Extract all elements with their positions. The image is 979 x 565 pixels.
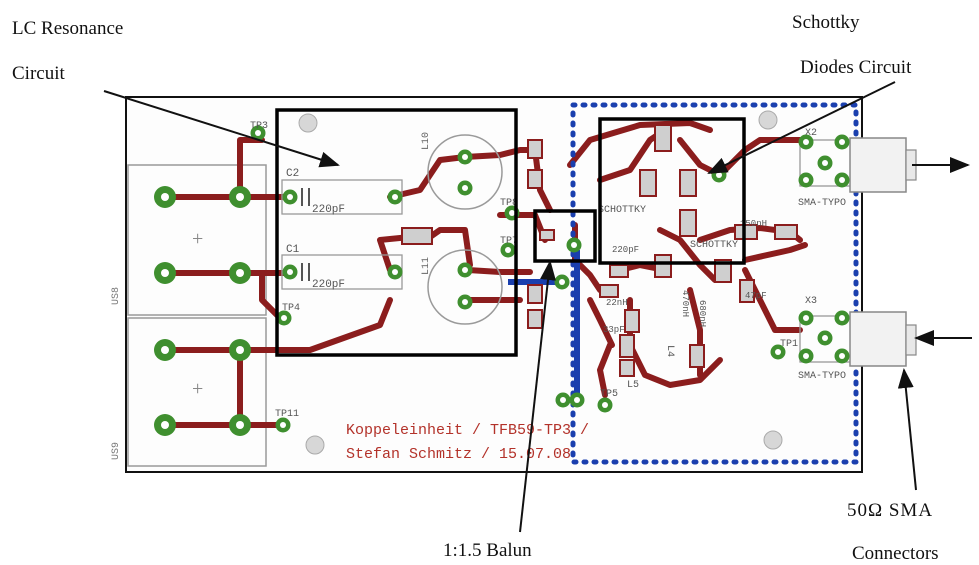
terminal-pad bbox=[229, 186, 251, 208]
shield-boundary bbox=[570, 102, 859, 465]
inductor-l10-label: L10 bbox=[421, 132, 432, 150]
annotation-arrows bbox=[103, 81, 972, 533]
cap-pad bbox=[387, 189, 403, 205]
lc-arrow bbox=[103, 90, 340, 168]
inductor-l11-label: L11 bbox=[421, 257, 432, 275]
cap-c2-value: 220pF bbox=[312, 204, 345, 216]
tp7-label: TP7 bbox=[500, 236, 518, 247]
plus-marker-upper: + bbox=[192, 228, 203, 250]
inductor-pad bbox=[457, 180, 473, 196]
cap-c1-value: 220pF bbox=[312, 279, 345, 291]
sma-type-label: SMA-TYPO bbox=[798, 371, 846, 382]
terminal-pad bbox=[229, 262, 251, 284]
cap-symbols bbox=[301, 188, 310, 281]
cap-pad bbox=[387, 264, 403, 280]
balun-box bbox=[533, 209, 597, 263]
inductor-l10 bbox=[427, 134, 503, 210]
mounting-holes bbox=[298, 110, 783, 455]
schottky-arrow bbox=[707, 81, 896, 174]
schottky-text: SCHOTTKY bbox=[598, 205, 646, 216]
value-label: 680nH bbox=[697, 300, 707, 327]
credit-line2: Stefan Schmitz / 15.07.08 bbox=[346, 446, 571, 463]
sma-connector-x2 bbox=[798, 134, 917, 193]
smd-parts bbox=[401, 124, 798, 377]
value-label: 33pF bbox=[603, 325, 625, 335]
cap-c2-name: C2 bbox=[286, 168, 299, 180]
terminal-pad bbox=[154, 262, 176, 284]
tp8-label: TP8 bbox=[500, 198, 518, 209]
diodes-circuit-label: Diodes Circuit bbox=[800, 57, 912, 78]
schottky-label: Schottky bbox=[792, 12, 860, 33]
pad bbox=[566, 237, 582, 253]
schottky-box bbox=[598, 117, 746, 265]
l5-label: L5 bbox=[627, 380, 639, 391]
value-label: 220pF bbox=[612, 245, 639, 255]
inductor-l11 bbox=[427, 249, 503, 325]
us8-label: US8 bbox=[111, 287, 122, 305]
balun-pad bbox=[569, 392, 585, 408]
value-label: 150nH bbox=[740, 219, 767, 229]
inductor-pad bbox=[457, 262, 473, 278]
x2-label: X2 bbox=[805, 128, 817, 139]
tp11-label: TP11 bbox=[275, 409, 299, 420]
lc-resonance-label: LC Resonance bbox=[12, 18, 124, 39]
tp3-label: TP3 bbox=[250, 121, 268, 132]
lc-circuit-label: Circuit bbox=[12, 63, 65, 84]
value-label: 470nH bbox=[680, 290, 690, 317]
cap-c1-name: C1 bbox=[286, 244, 300, 256]
sma-arrow bbox=[897, 368, 917, 491]
terminal-pad bbox=[154, 339, 176, 361]
terminal-block-lower bbox=[127, 317, 267, 467]
x3-label: X3 bbox=[805, 296, 817, 307]
sma-label: 50Ω SMA bbox=[847, 500, 934, 521]
value-label: 22nH bbox=[606, 298, 628, 308]
connectors-label: Connectors bbox=[852, 543, 939, 564]
cap-pad bbox=[282, 264, 298, 280]
terminal-block-upper bbox=[127, 164, 267, 316]
sma-type-label: SMA-TYPO bbox=[798, 198, 846, 209]
schottky-text: SCHOTTKY bbox=[690, 240, 738, 251]
plus-marker-lower: + bbox=[192, 378, 203, 400]
trace bbox=[157, 137, 265, 200]
balun-pad bbox=[554, 274, 570, 290]
terminal-pad bbox=[154, 414, 176, 436]
balun-pad bbox=[555, 392, 571, 408]
credit-line1: Koppeleinheit / TFB59-TP3 / bbox=[346, 422, 589, 439]
lc-circuit-box bbox=[275, 108, 518, 357]
tp1-label: TP1 bbox=[780, 339, 798, 350]
terminal-pad bbox=[154, 186, 176, 208]
balun-label: 1:1.5 Balun bbox=[443, 540, 532, 561]
tp5-label: TP5 bbox=[600, 389, 618, 400]
tp4-label: TP4 bbox=[282, 303, 300, 314]
us9-label: US9 bbox=[111, 442, 122, 460]
cap-pad bbox=[282, 189, 298, 205]
l4-label: L4 bbox=[664, 345, 675, 357]
inductor-pad bbox=[457, 149, 473, 165]
terminal-pad bbox=[229, 339, 251, 361]
balun-arrow bbox=[519, 260, 556, 533]
inductor-pad bbox=[457, 294, 473, 310]
highlight-boxes bbox=[275, 108, 746, 357]
value-label: 47pF bbox=[745, 291, 767, 301]
terminal-pad bbox=[229, 414, 251, 436]
